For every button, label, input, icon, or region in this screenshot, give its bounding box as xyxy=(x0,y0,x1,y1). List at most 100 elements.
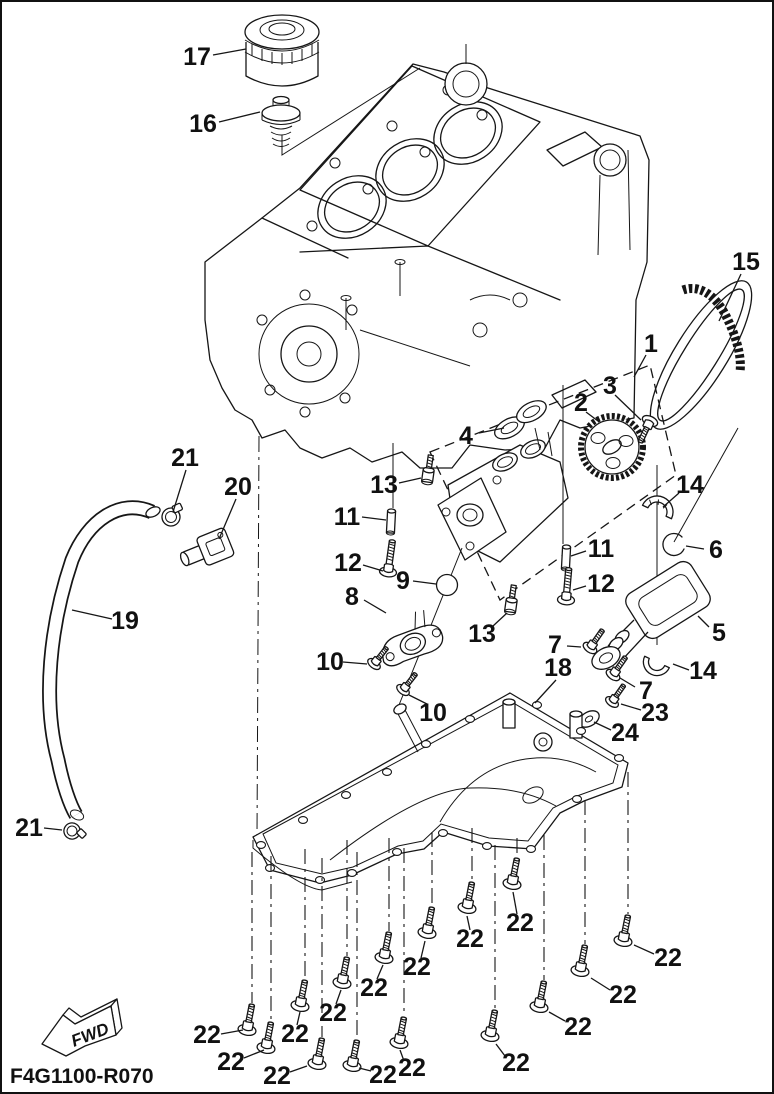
callout-leader-line xyxy=(591,978,610,990)
callout-label-10: 10 xyxy=(316,648,344,676)
callout-leader-line xyxy=(719,274,741,321)
pan-bolt-part xyxy=(255,1019,281,1056)
pan-bolt-hole xyxy=(483,843,492,850)
callout-leader-line xyxy=(219,499,236,539)
callout-leader-line xyxy=(400,1050,404,1061)
snap-ring-part xyxy=(663,534,684,556)
callout-label-9: 9 xyxy=(396,567,410,595)
callout-label-22: 22 xyxy=(456,925,484,953)
pan-bolt-hole xyxy=(615,755,624,762)
pan-bolt-hole xyxy=(466,716,475,723)
pickup-flange-part xyxy=(370,605,447,671)
pan-bolt-part xyxy=(341,1037,367,1074)
callout-leader-line xyxy=(620,678,635,687)
pan-bolt-part xyxy=(416,904,442,941)
callout-leader-line xyxy=(244,1050,264,1058)
callout-leader-line xyxy=(173,470,186,512)
pan-bolt-hole xyxy=(573,796,582,803)
callout-label-11: 11 xyxy=(334,503,361,531)
pan-bolt-part xyxy=(236,1001,262,1038)
pan-bolt-hole xyxy=(348,870,357,877)
engine-block-drawing xyxy=(205,44,649,468)
callout-leader-line xyxy=(673,664,689,670)
callout-label-22: 22 xyxy=(398,1054,426,1082)
callout-leader-line xyxy=(698,616,709,627)
pan-bolt-part xyxy=(479,1007,505,1044)
callout-leader-line xyxy=(413,581,436,584)
callout-label-23: 23 xyxy=(641,699,669,727)
pan-bolt-hole xyxy=(533,702,542,709)
oil-pump-chain-part xyxy=(633,268,768,441)
callout-leader-line xyxy=(567,646,581,647)
callout-leader-line xyxy=(72,610,112,619)
callout-label-11: 11 xyxy=(588,535,615,563)
callout-leader-line xyxy=(409,695,427,704)
callout-leader-line xyxy=(336,990,341,1004)
callout-label-12: 12 xyxy=(334,549,362,577)
fwd-arrow: FWD xyxy=(42,999,122,1056)
callout-label-7: 7 xyxy=(639,677,653,705)
crankshaft-centerline xyxy=(674,428,738,542)
callout-leader-line xyxy=(686,546,704,549)
callout-label-20: 20 xyxy=(224,473,252,501)
callout-leader-line xyxy=(586,412,598,421)
callout-label-7: 7 xyxy=(548,631,562,659)
pan-bolt-hole xyxy=(422,741,431,748)
drawing-code: F4G1100-R070 xyxy=(10,1065,154,1088)
callout-label-12: 12 xyxy=(587,570,615,598)
pan-bolt-part xyxy=(612,912,638,949)
callout-leader-line xyxy=(297,1012,300,1025)
callout-leader-line xyxy=(663,493,679,507)
callout-leader-line xyxy=(290,1066,307,1072)
pan-bolt-part xyxy=(501,855,527,892)
socket-bolt-part xyxy=(503,583,520,616)
callout-leader-line xyxy=(634,355,646,377)
pan-bolt-hole xyxy=(527,846,536,853)
pan-bolt-hole xyxy=(342,792,351,799)
callout-label-22: 22 xyxy=(502,1049,530,1077)
callout-label-18: 18 xyxy=(544,654,572,682)
callout-leader-line xyxy=(549,1012,565,1021)
callout-leader-line xyxy=(634,945,654,954)
pan-bolt-part xyxy=(331,954,357,991)
callout-label-3: 3 xyxy=(603,372,617,400)
o-ring-part xyxy=(437,575,458,596)
hose-clamp-part xyxy=(62,820,88,843)
callout-leader-line xyxy=(377,965,383,979)
pan-bolt-part xyxy=(456,879,482,916)
callout-label-8: 8 xyxy=(345,583,359,611)
callout-label-19: 19 xyxy=(111,607,139,635)
callout-leader-line xyxy=(571,551,586,556)
callout-leader-line xyxy=(479,428,504,433)
callout-label-15: 15 xyxy=(732,248,760,276)
callout-label-22: 22 xyxy=(319,999,347,1027)
pan-bolt-part xyxy=(306,1035,332,1072)
bearing-half-part xyxy=(642,491,678,519)
callout-label-5: 5 xyxy=(712,619,726,647)
pan-bolt-hole xyxy=(266,865,275,872)
callout-label-10: 10 xyxy=(419,699,447,727)
breather-hose-part xyxy=(50,505,162,822)
oil-filter-union-part xyxy=(262,97,300,147)
dowel-pin-part xyxy=(385,508,397,536)
callout-label-22: 22 xyxy=(217,1048,245,1076)
callout-leader-line xyxy=(364,600,386,613)
callout-leader-line xyxy=(513,892,517,914)
callout-label-22: 22 xyxy=(281,1020,309,1048)
pan-bolt-hole xyxy=(316,877,325,884)
callout-label-22: 22 xyxy=(403,953,431,981)
callout-leader-line xyxy=(421,941,425,958)
callout-leader-line xyxy=(343,662,367,664)
pan-bolt-part xyxy=(373,929,399,966)
pan-bolt-hole xyxy=(577,728,586,735)
callout-label-22: 22 xyxy=(360,974,388,1002)
callout-label-2: 2 xyxy=(574,389,588,417)
callout-label-4: 4 xyxy=(459,422,473,450)
callouts-layer: 1716151324131112981010131112146577141823… xyxy=(15,43,760,1090)
pan-bolt-part xyxy=(528,978,554,1015)
callout-label-22: 22 xyxy=(564,1013,592,1041)
callout-leader-line xyxy=(535,680,556,703)
callout-label-22: 22 xyxy=(193,1021,221,1049)
callout-label-22: 22 xyxy=(609,981,637,1009)
